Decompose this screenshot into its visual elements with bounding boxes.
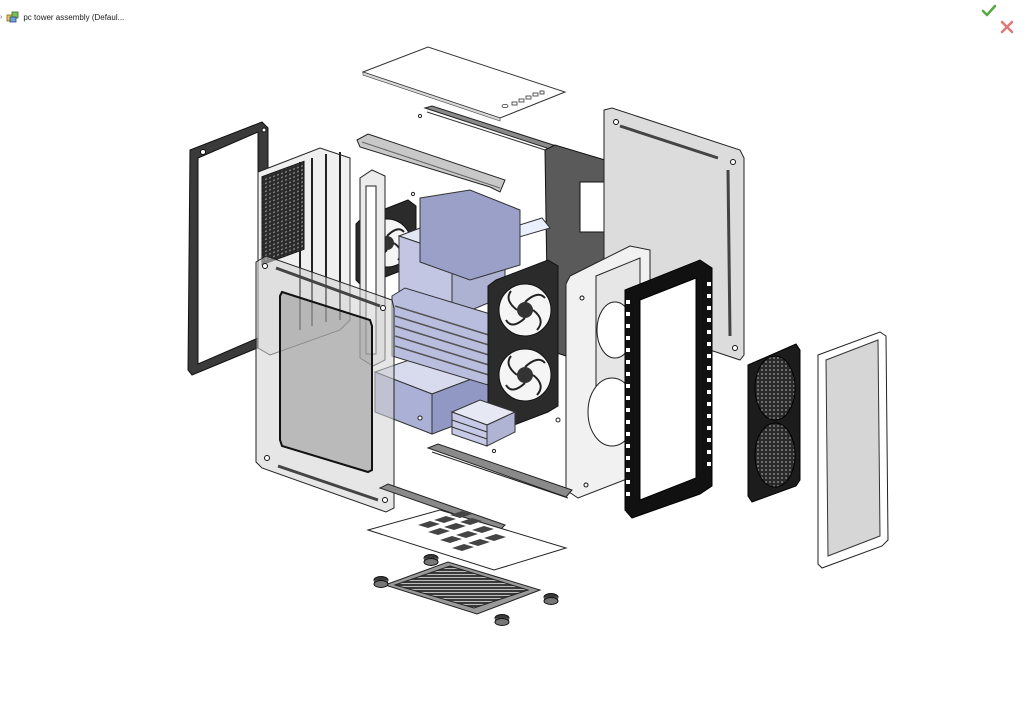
fan-gasket[interactable] (624, 259, 713, 519)
bottom-plate[interactable] (366, 509, 568, 571)
screws (410, 113, 561, 454)
front-panel[interactable] (817, 331, 889, 569)
radiator[interactable] (391, 287, 511, 389)
assembly-icon (6, 11, 19, 23)
top-panel[interactable] (361, 46, 567, 122)
dust-filter[interactable] (747, 343, 801, 503)
left-frame[interactable] (187, 121, 269, 376)
feature-tree-header[interactable]: › pc tower assembly (Defaul... (0, 9, 124, 25)
close-icon (1000, 20, 1014, 34)
feet[interactable] (373, 554, 559, 626)
glass-side-panel[interactable] (255, 255, 395, 513)
check-icon (981, 4, 997, 17)
assembly-name[interactable]: pc tower assembly (Defaul... (23, 12, 125, 22)
bottom-vent-grille[interactable] (383, 561, 542, 615)
cancel-button[interactable] (998, 18, 1016, 36)
ssd-stack[interactable] (450, 399, 517, 447)
confirm-button[interactable] (980, 2, 998, 20)
expand-arrow-icon[interactable]: › (0, 13, 3, 21)
bottom-rails[interactable] (378, 443, 573, 531)
top-rail[interactable] (356, 133, 506, 193)
twin-fan[interactable] (487, 259, 559, 433)
